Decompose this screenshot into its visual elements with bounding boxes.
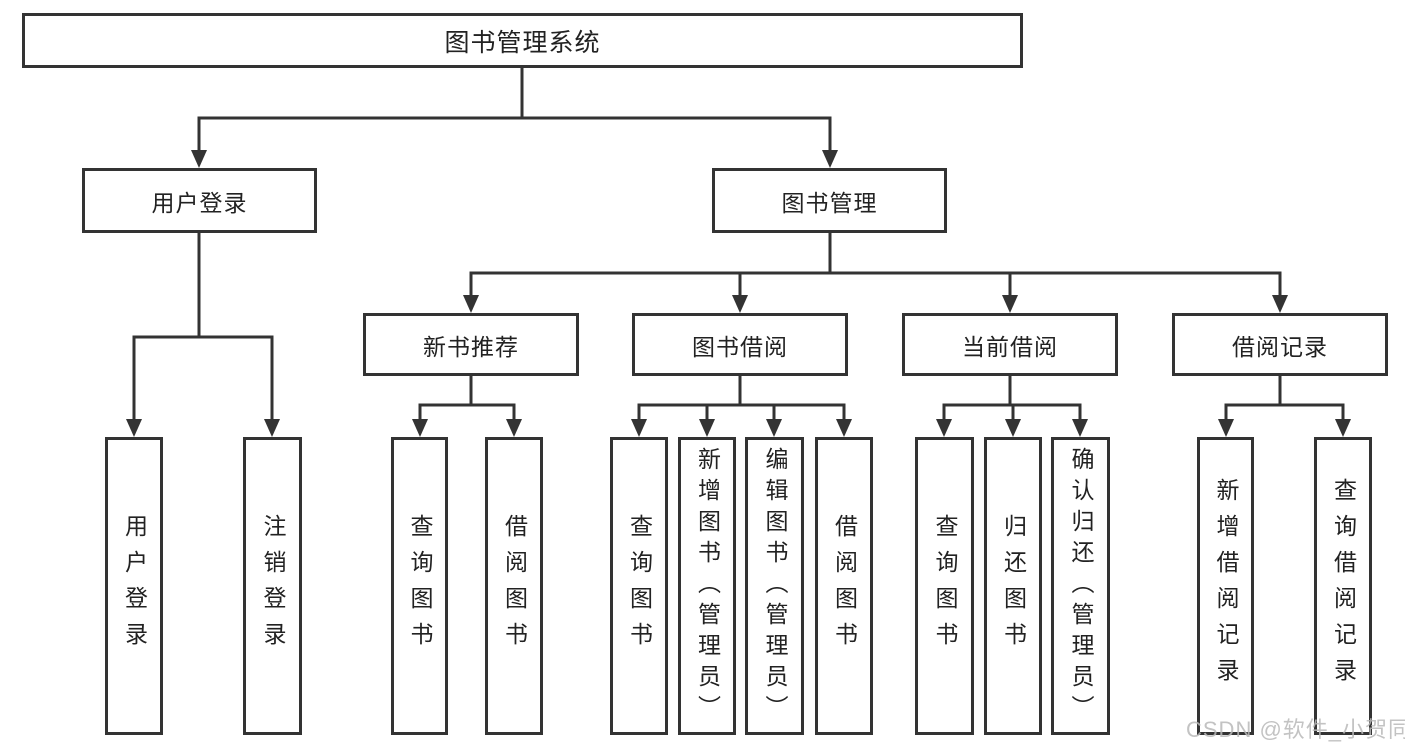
leaf-edit-book-admin-label: 编辑图书（管理员） [762, 446, 788, 726]
leaf-confirm-return-admin-label: 确认归还（管理员） [1068, 446, 1094, 726]
leaf-query-books-recommend: 查询图书 [391, 437, 448, 735]
node-book-management: 图书管理 [712, 168, 947, 233]
leaf-add-book-admin: 新增图书（管理员） [678, 437, 736, 735]
leaf-edit-book-admin: 编辑图书（管理员） [745, 437, 804, 735]
leaf-query-books-current-label: 查询图书 [932, 514, 958, 658]
leaf-query-books-recommend-label: 查询图书 [407, 514, 433, 658]
leaf-return-book-label: 归还图书 [1000, 514, 1027, 658]
node-book-borrow: 图书借阅 [632, 313, 848, 376]
leaf-return-book: 归还图书 [984, 437, 1042, 735]
leaf-query-books-current: 查询图书 [915, 437, 974, 735]
leaf-borrow-books: 借阅图书 [815, 437, 873, 735]
leaf-borrow-books-recommend-label: 借阅图书 [501, 514, 528, 658]
node-user-login: 用户登录 [82, 168, 317, 233]
leaf-borrow-books-label: 借阅图书 [831, 514, 858, 658]
node-current-borrow: 当前借阅 [902, 313, 1118, 376]
node-root: 图书管理系统 [22, 13, 1023, 68]
node-borrow-records: 借阅记录 [1172, 313, 1388, 376]
leaf-logout-label: 注销登录 [260, 514, 286, 658]
leaf-confirm-return-admin: 确认归还（管理员） [1051, 437, 1110, 735]
leaf-add-borrow-record: 新增借阅记录 [1197, 437, 1254, 735]
leaf-user-login-label: 用户登录 [121, 514, 148, 658]
leaf-logout: 注销登录 [243, 437, 302, 735]
leaf-borrow-books-recommend: 借阅图书 [485, 437, 543, 735]
watermark: CSDN @软件_小贺同学 [1186, 717, 1405, 742]
leaf-add-borrow-record-label: 新增借阅记录 [1213, 478, 1239, 694]
leaf-user-login: 用户登录 [105, 437, 163, 735]
leaf-query-borrow-record-label: 查询借阅记录 [1330, 478, 1357, 694]
node-new-book-recommend: 新书推荐 [363, 313, 579, 376]
leaf-add-book-admin-label: 新增图书（管理员） [694, 446, 721, 726]
leaf-query-borrow-record: 查询借阅记录 [1314, 437, 1372, 735]
leaf-query-books-borrow-label: 查询图书 [626, 514, 653, 658]
leaf-query-books-borrow: 查询图书 [610, 437, 668, 735]
